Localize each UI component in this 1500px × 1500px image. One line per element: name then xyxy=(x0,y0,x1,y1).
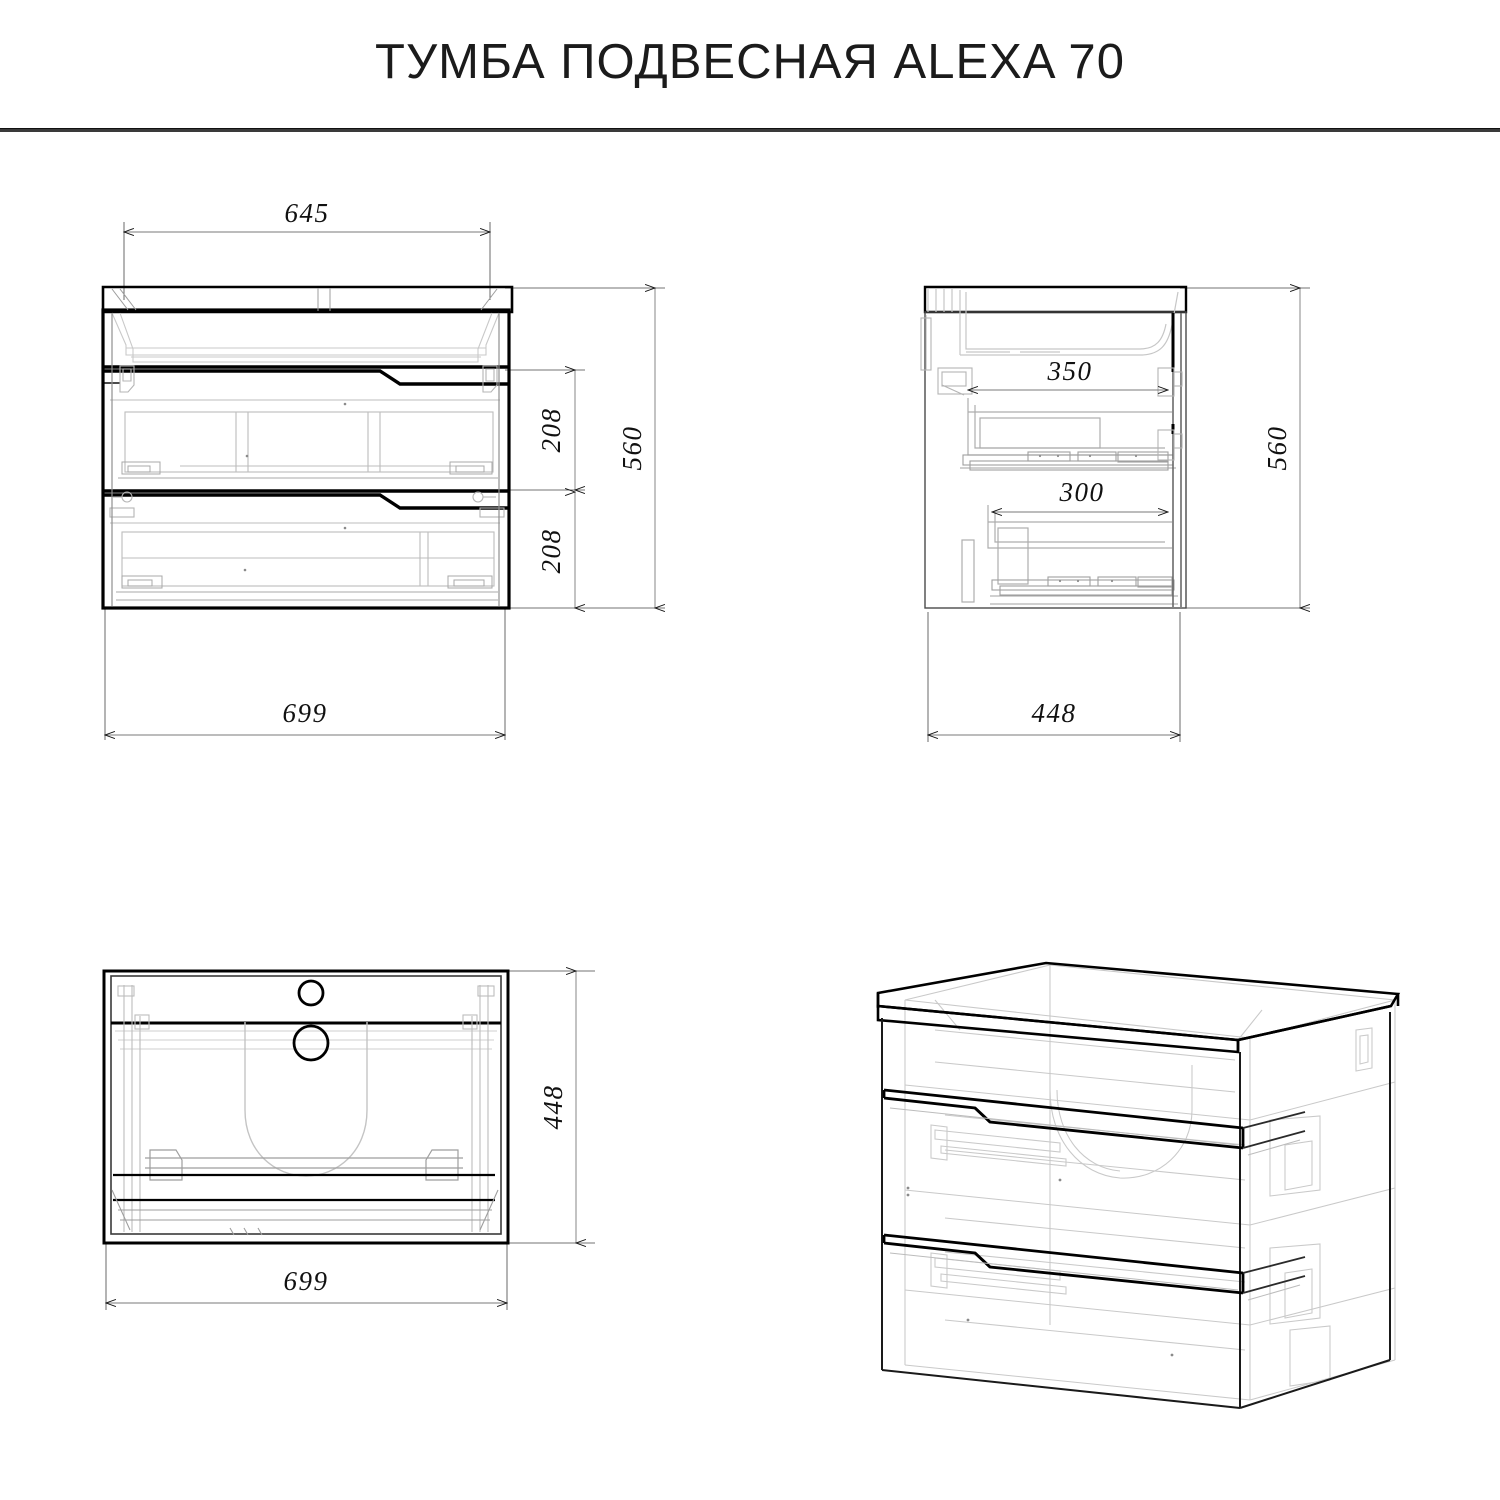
dim-699-front: 699 xyxy=(105,698,505,735)
dim-label-560-front: 560 xyxy=(617,426,647,471)
dim-label-645: 645 xyxy=(285,198,330,228)
dim-300: 300 xyxy=(992,477,1168,512)
dim-208-lower: 208 xyxy=(536,492,575,608)
side-section-geometry: 350 300 560 448 xyxy=(920,287,1310,742)
dim-448-side: 448 xyxy=(928,698,1180,735)
dim-560-front: 560 xyxy=(617,288,655,608)
dim-label-448-top: 448 xyxy=(538,1085,568,1130)
top-plan-geometry: 699 448 xyxy=(102,971,595,1310)
dim-350: 350 xyxy=(968,356,1168,390)
dim-208-upper: 208 xyxy=(536,370,575,490)
dim-label-448-side: 448 xyxy=(1032,698,1077,728)
dim-label-560-side: 560 xyxy=(1262,426,1292,471)
dim-448-top: 448 xyxy=(538,971,576,1243)
dim-label-208-upper: 208 xyxy=(536,408,566,453)
dim-label-699-top: 699 xyxy=(284,1266,329,1296)
dim-label-208-lower: 208 xyxy=(536,529,566,574)
dim-label-699-front: 699 xyxy=(283,698,328,728)
isometric-geometry xyxy=(876,961,1401,1409)
front-elevation-geometry: 645 699 560 208 xyxy=(101,198,665,740)
dim-label-300: 300 xyxy=(1059,477,1105,507)
dim-560-side: 560 xyxy=(1262,288,1300,608)
dim-label-350: 350 xyxy=(1047,356,1093,386)
dim-699-top: 699 xyxy=(106,1266,507,1303)
title-divider xyxy=(0,128,1500,132)
dim-645: 645 xyxy=(124,198,490,232)
page-title: ТУМБА ПОДВЕСНАЯ ALEXA 70 xyxy=(375,35,1125,89)
